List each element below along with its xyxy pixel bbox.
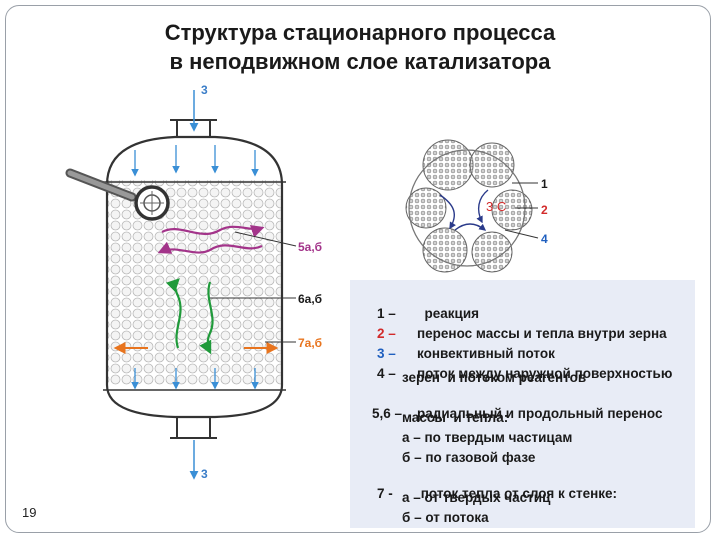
legend-key-4: 4 – [377, 366, 396, 381]
legend-key-3: 3 – [377, 346, 396, 361]
label-7ab: 7а,б [298, 336, 322, 350]
grain-label-1: 1 [541, 177, 548, 191]
legend-text-4: поток между наружной поверхностью [417, 366, 673, 381]
bottom-nozzle [170, 417, 217, 439]
legend-text-3: конвективный поток [417, 346, 555, 361]
longitudinal-transfer-arrows [165, 278, 214, 355]
legend-line-7: массы и тепла: [402, 410, 509, 425]
label-5ab: 5а,б [298, 240, 322, 254]
legend-line-2: 2 – перенос массы и тепла внутри зерна [362, 310, 667, 358]
legend-line-1: 1 – реакция [362, 290, 479, 338]
grain-label-2: 2 [541, 203, 548, 217]
legend-line-3: 3 – конвективный поток [362, 330, 555, 378]
legend-text-2: перенос массы и тепла внутри зерна [417, 326, 667, 341]
grain-closeup [405, 139, 533, 273]
magnifier-icon [65, 168, 170, 221]
legend-text-1: реакция [417, 306, 480, 321]
legend-key-1: 1 – [377, 306, 396, 321]
legend-line-11: а – от твердых частиц [402, 490, 551, 505]
leader-grain-4 [504, 229, 539, 239]
outlet-label: 3 [201, 467, 208, 481]
inlet-label: 3 [201, 83, 208, 97]
title-line-1: Структура стационарного процесса [164, 20, 556, 45]
legend-line-9: б – по газовой фазе [402, 450, 536, 465]
leader-5 [234, 231, 297, 247]
legend-key-10: 7 - [377, 486, 393, 501]
legend-text-6: радиальный и продольный перенос [417, 406, 663, 421]
legend-line-8: а – по твердым частицам [402, 430, 573, 445]
legend-line-4: 4 – поток между наружной поверхностью [362, 350, 672, 398]
reactor-vessel [103, 135, 286, 419]
label-6ab: 6а,б [298, 292, 322, 306]
slide-frame [5, 5, 711, 533]
slide-title: Структура стационарного процесса в непод… [120, 18, 600, 76]
title-line-2: в неподвижном слое катализатора [169, 49, 551, 74]
slide-number: 19 [22, 505, 37, 520]
grain-center-label: 3 C [486, 199, 506, 214]
radial-transfer-arrows [157, 225, 265, 254]
legend-line-5: зерен и потоком реагентов [402, 370, 587, 385]
flow-arrows-bottom [131, 368, 259, 390]
legend-panel [350, 280, 695, 528]
legend-key-2: 2 – [377, 326, 396, 341]
legend-line-6: 5,6 – радиальный и продольный перенос [357, 390, 663, 438]
legend-line-12: б – от потока [402, 510, 489, 525]
legend-key-6: 5,6 – [372, 406, 403, 421]
legend-text-10: поток тепла от слоя к стенке: [417, 486, 618, 501]
flow-arrows-top [131, 145, 259, 177]
grain-label-4: 4 [541, 232, 548, 246]
legend-line-10: 7 - поток тепла от слоя к стенке: [362, 470, 617, 518]
